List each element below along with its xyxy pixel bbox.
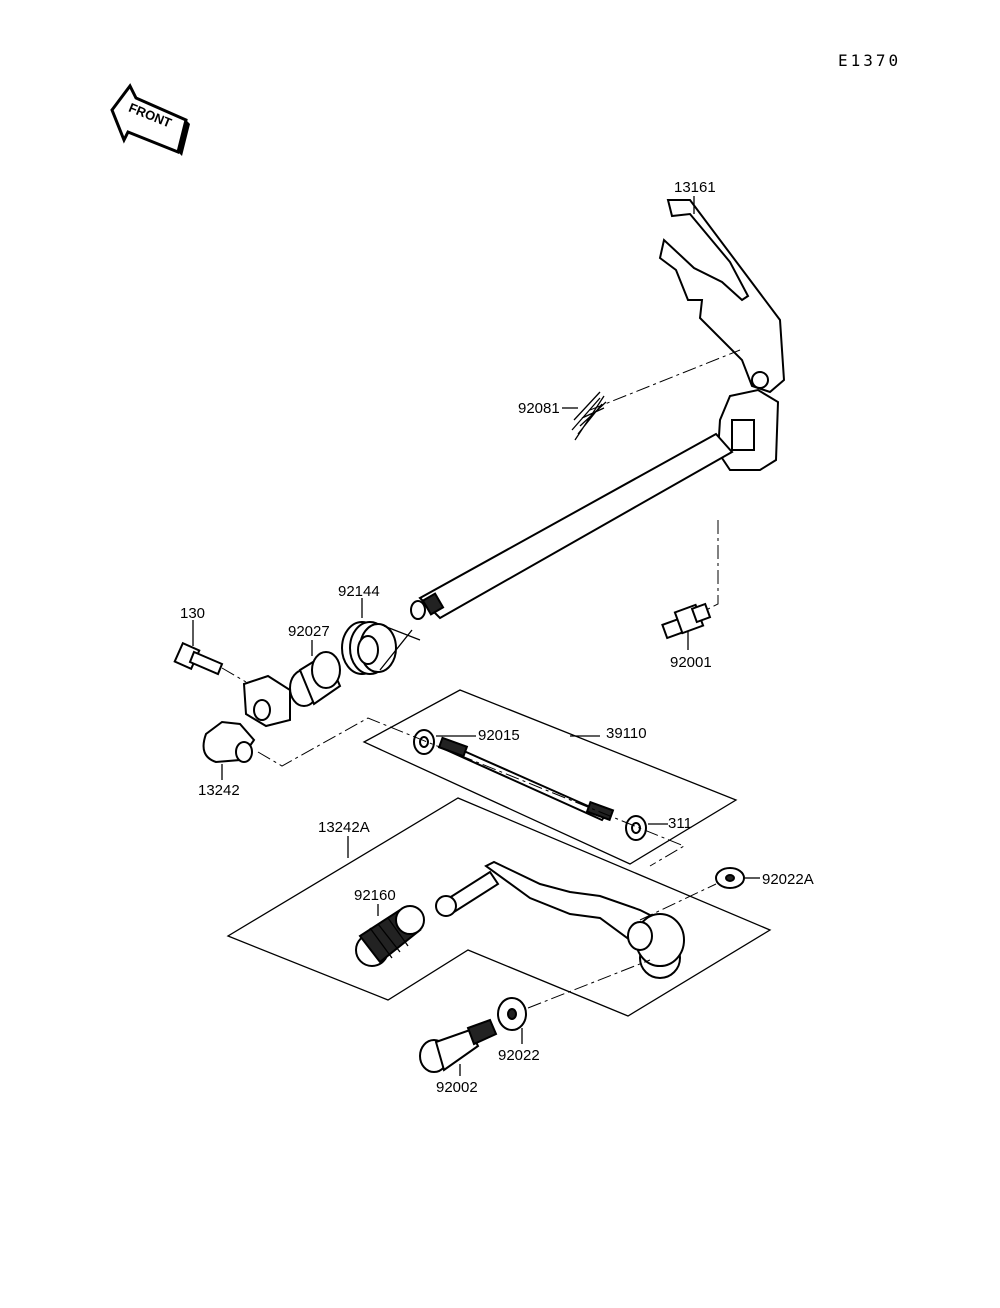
part-label-92002: 92002 [436,1079,478,1096]
collar-92027 [289,651,342,707]
pedal-rubber-92160 [355,905,425,967]
front-direction-arrow-icon: FRONT [110,83,190,156]
return-spring-92144 [341,621,421,675]
part-label-92081: 92081 [518,400,560,417]
bolt-92001 [661,602,712,640]
part-label-92022: 92022 [498,1047,540,1064]
part-label-92027: 92027 [288,623,330,640]
shift-lever-clamp-13242 [202,674,291,764]
part-label-92015: 92015 [478,727,520,744]
part-label-311: 311 [668,815,692,832]
part-label-39110: 39110 [606,725,647,742]
part-label-92001: 92001 [670,654,712,671]
part-label-92144: 92144 [338,583,380,600]
diagram-code: E1370 [838,51,901,70]
part-label-130: 130 [180,605,205,622]
part-label-13161: 13161 [674,179,716,196]
washer-92022 [497,997,527,1031]
shift-pedal-assembly-13242A [226,797,772,1017]
part-label-13242A: 13242A [318,819,370,836]
bolt-130 [173,641,224,676]
shift-shaft-13161 [410,199,786,620]
tie-rod-assembly-39110 [362,689,738,865]
spring-92081 [562,391,607,441]
part-label-92160: 92160 [354,887,396,904]
part-label-92022A: 92022A [762,871,814,888]
part-label-13242: 13242 [198,782,240,799]
pivot-bolt-92002 [419,1018,498,1073]
washer-92022A [715,867,745,889]
